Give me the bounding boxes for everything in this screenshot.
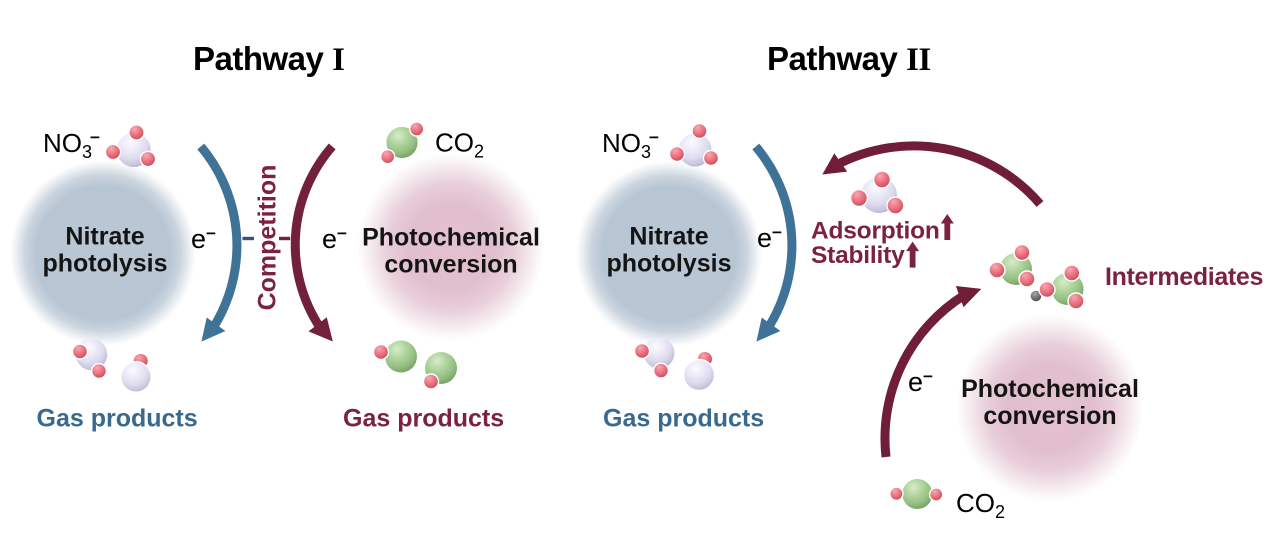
svg-text:Photochemical: Photochemical: [362, 224, 540, 252]
svg-text:conversion: conversion: [384, 251, 517, 279]
svg-text:Nitrate: Nitrate: [65, 223, 144, 251]
svg-text:Adsorption: Adsorption: [811, 218, 940, 245]
svg-text:NO3−: NO3−: [602, 128, 659, 162]
svg-text:conversion: conversion: [983, 402, 1116, 430]
svg-text:CO2: CO2: [435, 128, 484, 162]
svg-text:Gas products: Gas products: [603, 405, 764, 433]
svg-text:Stability: Stability: [811, 242, 905, 269]
svg-text:NO3−: NO3−: [43, 128, 100, 162]
svg-text:Gas products: Gas products: [343, 405, 504, 433]
svg-text:e−: e−: [322, 224, 347, 254]
svg-text:CO2: CO2: [956, 488, 1005, 522]
svg-text:Intermediates: Intermediates: [1105, 263, 1263, 291]
svg-text:e−: e−: [757, 223, 782, 253]
svg-text:photolysis: photolysis: [42, 250, 167, 278]
svg-text:Photochemical: Photochemical: [961, 375, 1139, 403]
svg-text:photolysis: photolysis: [606, 250, 731, 278]
svg-text:e−: e−: [908, 367, 933, 397]
svg-text:Gas products: Gas products: [37, 405, 198, 433]
svg-text:Nitrate: Nitrate: [629, 223, 708, 251]
svg-text:Pathway II: Pathway II: [767, 40, 931, 78]
svg-text:Competition: Competition: [254, 165, 282, 311]
svg-text:Pathway I: Pathway I: [193, 40, 344, 78]
svg-text:e−: e−: [191, 224, 216, 254]
